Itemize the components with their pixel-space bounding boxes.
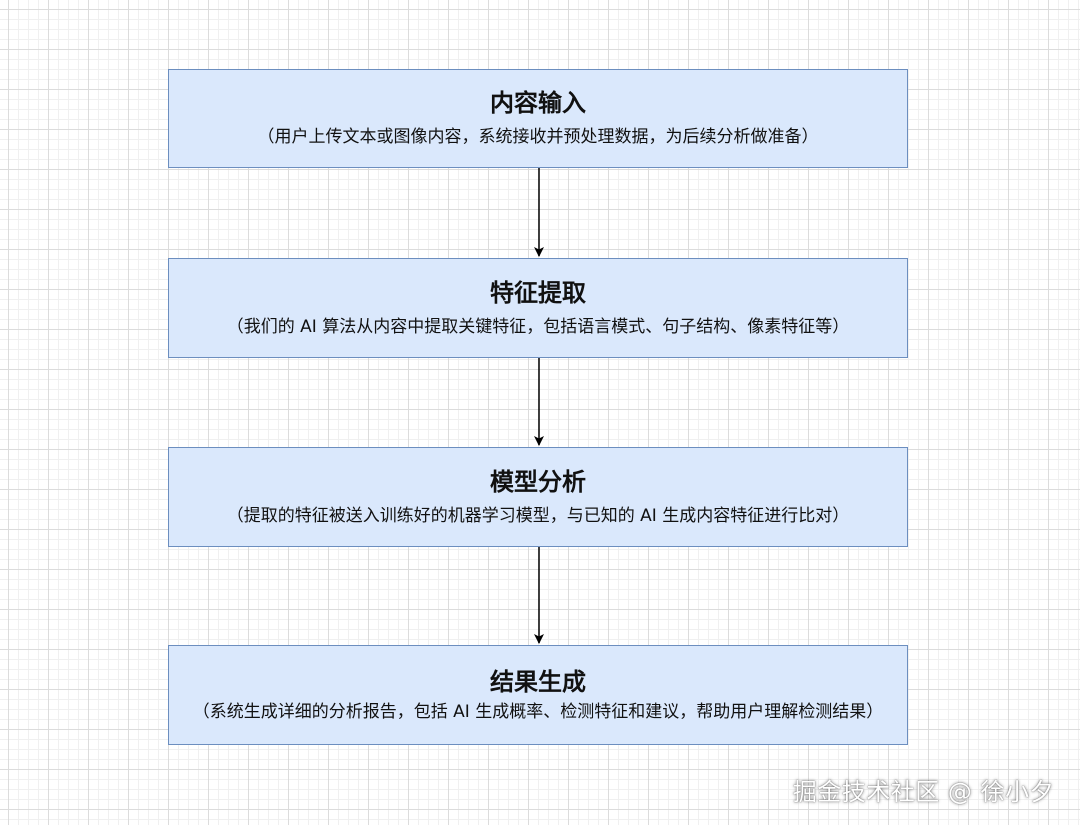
node-title: 模型分析 — [490, 467, 586, 496]
node-description: （我们的 AI 算法从内容中提取关键特征，包括语言模式、句子结构、像素特征等） — [226, 316, 850, 337]
node-title: 特征提取 — [490, 278, 586, 307]
flow-node-feature-extraction[interactable]: 特征提取 （我们的 AI 算法从内容中提取关键特征，包括语言模式、句子结构、像素… — [168, 258, 908, 358]
node-description: （用户上传文本或图像内容，系统接收并预处理数据，为后续分析做准备） — [257, 127, 819, 147]
node-title: 内容输入 — [490, 89, 586, 117]
flow-node-model-analysis[interactable]: 模型分析 （提取的特征被送入训练好的机器学习模型，与已知的 AI 生成内容特征进… — [168, 447, 908, 547]
flow-node-result-generation[interactable]: 结果生成 （系统生成详细的分析报告，包括 AI 生成概率、检测特征和建议，帮助用… — [168, 645, 908, 745]
node-title: 结果生成 — [490, 667, 586, 696]
flow-node-content-input[interactable]: 内容输入 （用户上传文本或图像内容，系统接收并预处理数据，为后续分析做准备） — [168, 69, 908, 168]
watermark-text: 掘金技术社区 @ 徐小夕 — [792, 778, 1054, 806]
node-description: （系统生成详细的分析报告，包括 AI 生成概率、检测特征和建议，帮助用户理解检测… — [192, 701, 884, 722]
node-description: （提取的特征被送入训练好的机器学习模型，与已知的 AI 生成内容特征进行比对） — [226, 505, 850, 526]
